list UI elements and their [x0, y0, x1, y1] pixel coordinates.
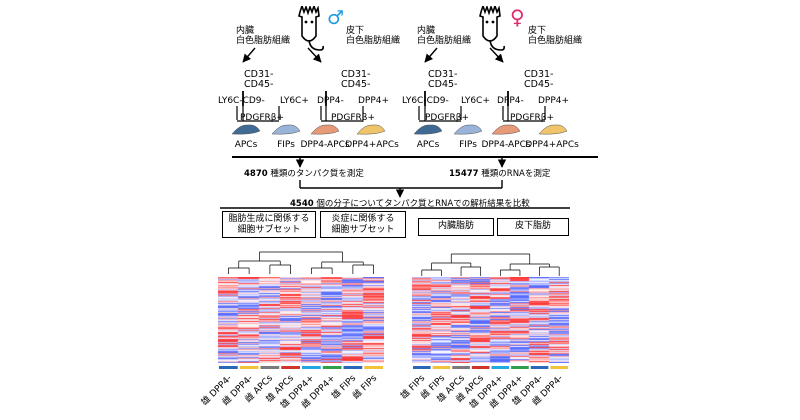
male-rl-split: DPP4- [317, 96, 344, 106]
female-left-marker: CD31- CD45- [428, 69, 458, 90]
female-rl-split: DPP4- [497, 96, 524, 106]
male-cell-apcs: APCs [234, 140, 258, 150]
female-cell-fips: FIPs [459, 140, 477, 150]
male-mouse-icon [292, 3, 326, 54]
male-ll-split: LY6C-CD9- [218, 96, 265, 106]
rna-measure-label: 種類のRNAを測定 [481, 169, 551, 179]
rna-measure-text: 15477 種類のRNAを測定 [449, 169, 550, 179]
color-bar-left-0 [219, 366, 238, 369]
color-bar-left-4 [302, 366, 321, 369]
male-visceral-label: 内臓 白色脂肪組織 [236, 26, 291, 46]
male-cell-dpp4neg-apcs: DPP4-APCs [300, 140, 350, 150]
female-cell-apcs: APCs [416, 140, 440, 150]
female-lr-split: LY6C+ [461, 96, 490, 106]
color-bar-right-4 [491, 366, 510, 369]
color-bar-left-7 [364, 366, 383, 369]
female-mouse-icon [473, 3, 507, 54]
female-symbol: ♀ [510, 5, 525, 29]
box-subcutaneous-fat: 皮下脂肪 [497, 218, 569, 236]
male-symbol: ♂ [327, 7, 345, 29]
male-arrow-left [242, 47, 256, 63]
color-bar-right-7 [550, 366, 568, 369]
male-pdgfr-left: PDGFRβ+ [240, 113, 285, 123]
female-visceral-label: 内臓 白色脂肪組織 [417, 26, 472, 46]
color-bar-right-2 [452, 366, 470, 369]
compare-count: 4540 [290, 199, 314, 209]
male-right-marker: CD31- CD45- [341, 69, 371, 90]
female-pdgfr-right: PDGFRβ+ [510, 113, 555, 123]
female-arrow-right [489, 47, 504, 63]
compare-label: 個の分子についてタンパク質とRNAでの解析結果を比較 [316, 199, 530, 209]
male-pdgfr-right: PDGFRβ+ [331, 113, 376, 123]
protein-measure-text: 4870 種類のタンパク質を測定 [244, 169, 364, 179]
female-right-marker: CD31- CD45- [524, 69, 554, 90]
heatmap-right [412, 277, 569, 363]
female-rr-split: DPP4+ [538, 96, 570, 106]
female-cell-dpp4neg-apcs: DPP4-APCs [481, 140, 531, 150]
color-bar-left-6 [343, 366, 363, 369]
female-arrow-left [424, 47, 438, 63]
male-subq-label: 皮下 白色脂肪組織 [346, 26, 401, 46]
box-inflammatory-subsets: 炎症に関係する 細胞サブセット [320, 211, 406, 238]
male-lr-split: LY6C+ [280, 96, 309, 106]
female-cell-icon-1 [453, 124, 483, 135]
color-bar-left-3 [281, 366, 300, 369]
female-ll-split: LY6C-CD9- [402, 96, 449, 106]
female-cell-icon-0 [413, 124, 443, 135]
heatmap-left [218, 277, 384, 363]
male-left-marker: CD31- CD45- [244, 69, 274, 90]
protein-measure-label: 種類のタンパク質を測定 [270, 169, 364, 179]
male-cell-icon-2 [310, 124, 340, 135]
female-subq-label: 皮下 白色脂肪組織 [528, 26, 583, 46]
male-cell-fips: FIPs [277, 140, 295, 150]
color-bar-right-5 [511, 366, 529, 369]
protein-count: 4870 [244, 169, 268, 179]
box-adipogenic-subsets: 脂肪生成に関係する 細胞サブセット [222, 211, 316, 238]
male-cell-icon-0 [231, 124, 261, 135]
female-cell-icon-3 [538, 124, 568, 135]
female-pdgfr-left: PDGFRβ+ [425, 113, 470, 123]
color-bar-right-6 [530, 366, 549, 369]
male-cell-icon-3 [356, 124, 386, 135]
color-bar-right-3 [471, 366, 490, 369]
color-bar-right-0 [413, 366, 431, 369]
color-bar-right-1 [432, 366, 451, 369]
compare-text: 4540 個の分子についてタンパク質とRNAでの解析結果を比較 [290, 199, 530, 209]
color-bar-left-5 [322, 366, 342, 369]
female-cell-dpp4pos-apcs: DPP4+APCs [525, 140, 579, 150]
female-cell-icon-2 [491, 124, 521, 135]
male-cell-icon-1 [271, 124, 301, 135]
male-rr-split: DPP4+ [358, 96, 390, 106]
box-visceral-fat: 内臓脂肪 [418, 218, 494, 236]
male-arrow-right [307, 47, 322, 63]
color-bar-left-2 [260, 366, 280, 369]
male-cell-dpp4pos-apcs: DPP4+APCs [345, 140, 399, 150]
rna-count: 15477 [449, 169, 479, 179]
color-bar-left-1 [239, 366, 259, 369]
